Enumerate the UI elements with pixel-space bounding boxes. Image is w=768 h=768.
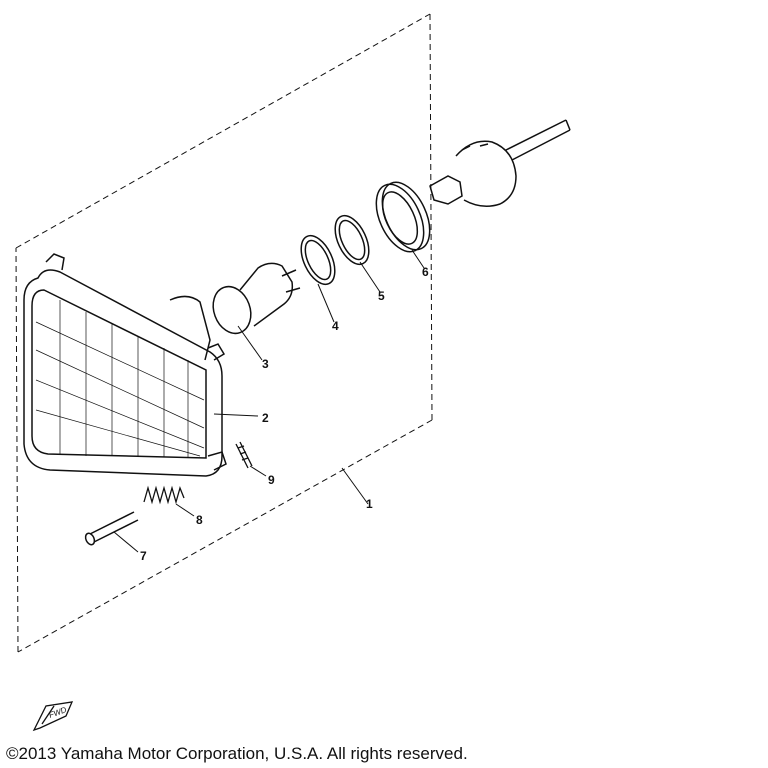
headlight-unit <box>23 253 227 477</box>
screw-9 <box>235 441 253 469</box>
callout-1: 1 <box>366 497 373 511</box>
leader-lines <box>113 249 425 553</box>
screw-7 <box>84 511 139 546</box>
callout-3: 3 <box>262 357 269 371</box>
callout-6: 6 <box>422 265 429 279</box>
ring-4 <box>300 234 336 286</box>
callout-7: 7 <box>140 549 147 563</box>
bulb <box>212 262 301 335</box>
fwd-arrow-icon <box>32 701 74 732</box>
fwd-label: FWD <box>48 705 68 720</box>
connector-socket <box>429 119 571 207</box>
callout-9: 9 <box>268 473 275 487</box>
spring-8 <box>143 485 185 505</box>
copyright-notice: ©2013 Yamaha Motor Corporation, U.S.A. A… <box>6 744 468 763</box>
socket-ring-6 <box>375 181 431 253</box>
gasket-5 <box>334 214 370 266</box>
callout-4: 4 <box>332 319 339 333</box>
callout-5: 5 <box>378 289 385 303</box>
callout-2: 2 <box>262 411 269 425</box>
assembly-outline <box>15 13 433 653</box>
callout-8: 8 <box>196 513 203 527</box>
